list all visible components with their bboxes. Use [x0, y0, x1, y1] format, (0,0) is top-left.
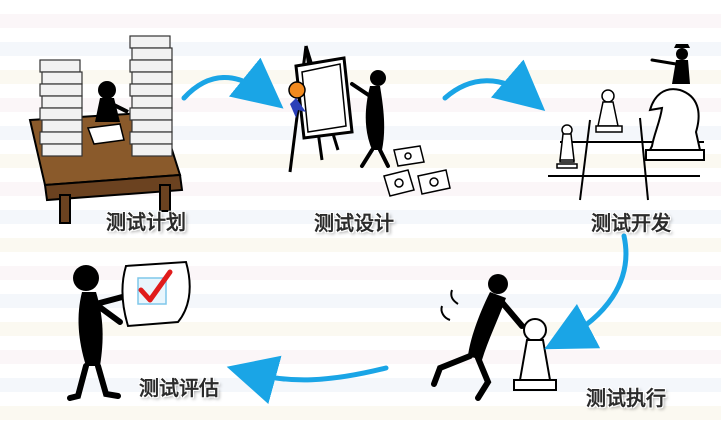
- stage-label-execute: 测试执行: [586, 386, 666, 410]
- arrow-develop-to-execute: [544, 233, 629, 350]
- stage-label-design: 测试设计: [314, 211, 394, 235]
- plan-illustration: [28, 35, 184, 224]
- stage-label-plan: 测试计划: [106, 210, 186, 234]
- stage-label-develop: 测试开发: [591, 211, 671, 235]
- arrow-execute-to-evaluate: [226, 355, 389, 405]
- arrow-plan-to-design: [181, 57, 284, 109]
- evaluate-illustration: [67, 260, 191, 401]
- design-illustration: [288, 45, 451, 197]
- develop-illustration: [548, 44, 705, 201]
- arrow-design-to-develop: [442, 59, 546, 112]
- stage-label-evaluate: 测试评估: [139, 376, 219, 400]
- execute-illustration: [431, 274, 557, 401]
